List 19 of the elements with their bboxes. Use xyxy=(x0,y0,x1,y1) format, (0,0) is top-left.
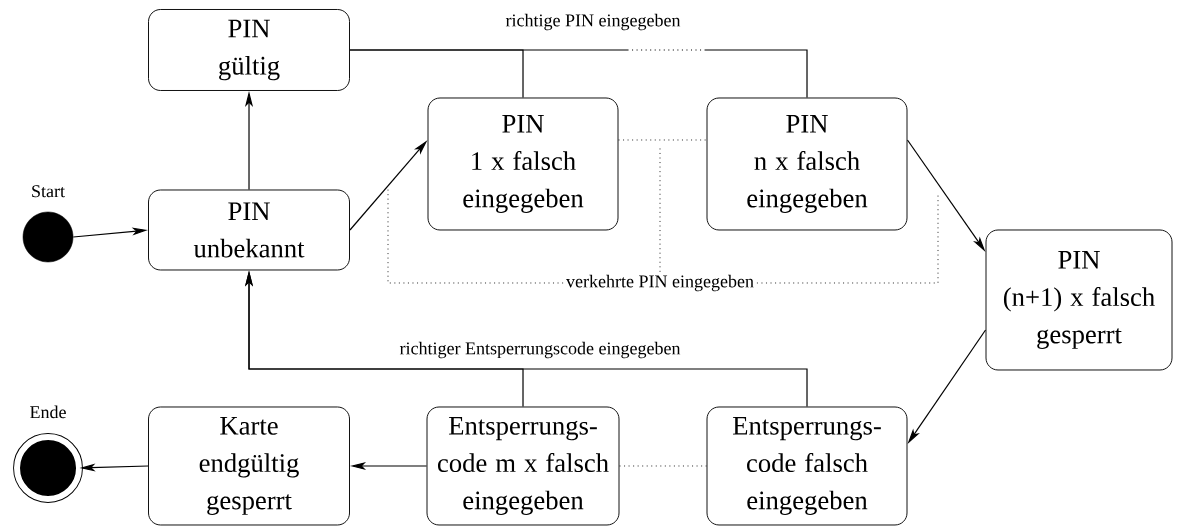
leader-line xyxy=(756,194,939,284)
transition-line xyxy=(618,139,707,141)
edge-label: richtige PIN eingegeben xyxy=(502,11,684,33)
start-dot xyxy=(22,211,74,263)
transition-label: verkehrte PIN eingegeben xyxy=(563,272,757,294)
state-box: Entsperrungs- code falsch eingegeben xyxy=(706,406,908,526)
edge-label: richtiger Entsperrungscode eingegeben xyxy=(396,339,684,361)
end-bullseye xyxy=(13,433,83,503)
state-box: PIN unbekannt xyxy=(148,189,350,271)
state-box: Entsperrungs- code m x falsch eingegeben xyxy=(426,406,620,526)
state-box: PIN gültig xyxy=(148,9,350,91)
state-caption: Start xyxy=(32,185,65,198)
state-box: PIN 1 x falsch eingegeben xyxy=(427,97,619,231)
state-caption: Ende xyxy=(30,405,66,419)
transition-line xyxy=(619,465,707,467)
state-box: Karte endgültig gesperrt xyxy=(148,406,350,526)
state-box: PIN (n+1) x falsch gesperrt xyxy=(985,229,1173,371)
transition-line xyxy=(349,49,808,99)
state-box: PIN n x falsch eingegeben xyxy=(706,97,908,231)
